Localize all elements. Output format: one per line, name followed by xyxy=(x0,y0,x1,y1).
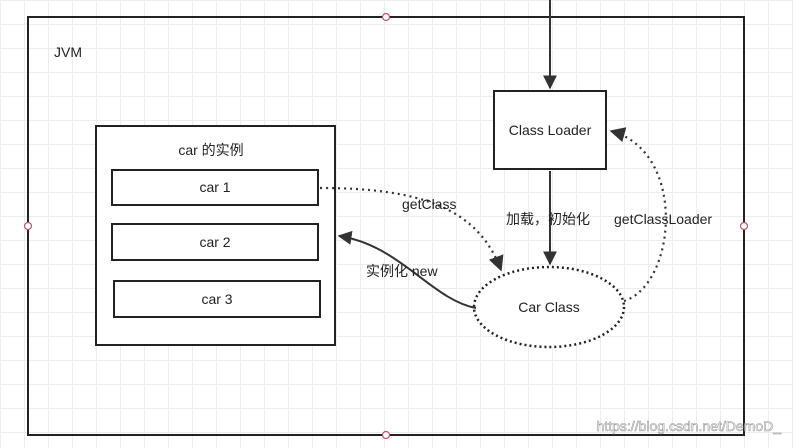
instances-label: car 的实例 xyxy=(178,142,243,158)
instance-car-2[interactable]: car 2 xyxy=(111,223,319,261)
get-class-loader-arrow[interactable] xyxy=(609,127,667,303)
selection-handle-top[interactable] xyxy=(381,12,391,22)
get-class-arrow[interactable] xyxy=(319,186,504,272)
edge-label-get-class: getClass xyxy=(402,196,456,212)
car-class-node[interactable]: Car Class xyxy=(472,265,626,349)
class-loader-label: Class Loader xyxy=(509,122,592,138)
edge-label-get-class-loader: getClassLoader xyxy=(614,211,712,227)
selection-handle-right[interactable] xyxy=(739,221,749,231)
jvm-container[interactable] xyxy=(23,12,749,440)
car-class-label: Car Class xyxy=(518,299,579,315)
instance-car-1[interactable]: car 1 xyxy=(111,169,319,206)
edge-label-load-init: 加载，初始化 xyxy=(506,211,590,227)
edge-label-instantiate: 实例化 new xyxy=(366,263,438,279)
selection-handle-bottom[interactable] xyxy=(381,430,391,440)
class-loader-box[interactable]: Class Loader xyxy=(493,90,607,170)
instance-car-3[interactable]: car 3 xyxy=(113,280,321,318)
instantiate-arrow[interactable] xyxy=(337,230,477,309)
instance-label: car 1 xyxy=(199,179,230,195)
jvm-label: JVM xyxy=(54,44,82,60)
instance-label: car 3 xyxy=(201,291,232,307)
watermark: https://blog.csdn.net/DemoD_ xyxy=(597,418,782,434)
instance-label: car 2 xyxy=(199,234,230,250)
selection-handle-left[interactable] xyxy=(23,221,33,231)
